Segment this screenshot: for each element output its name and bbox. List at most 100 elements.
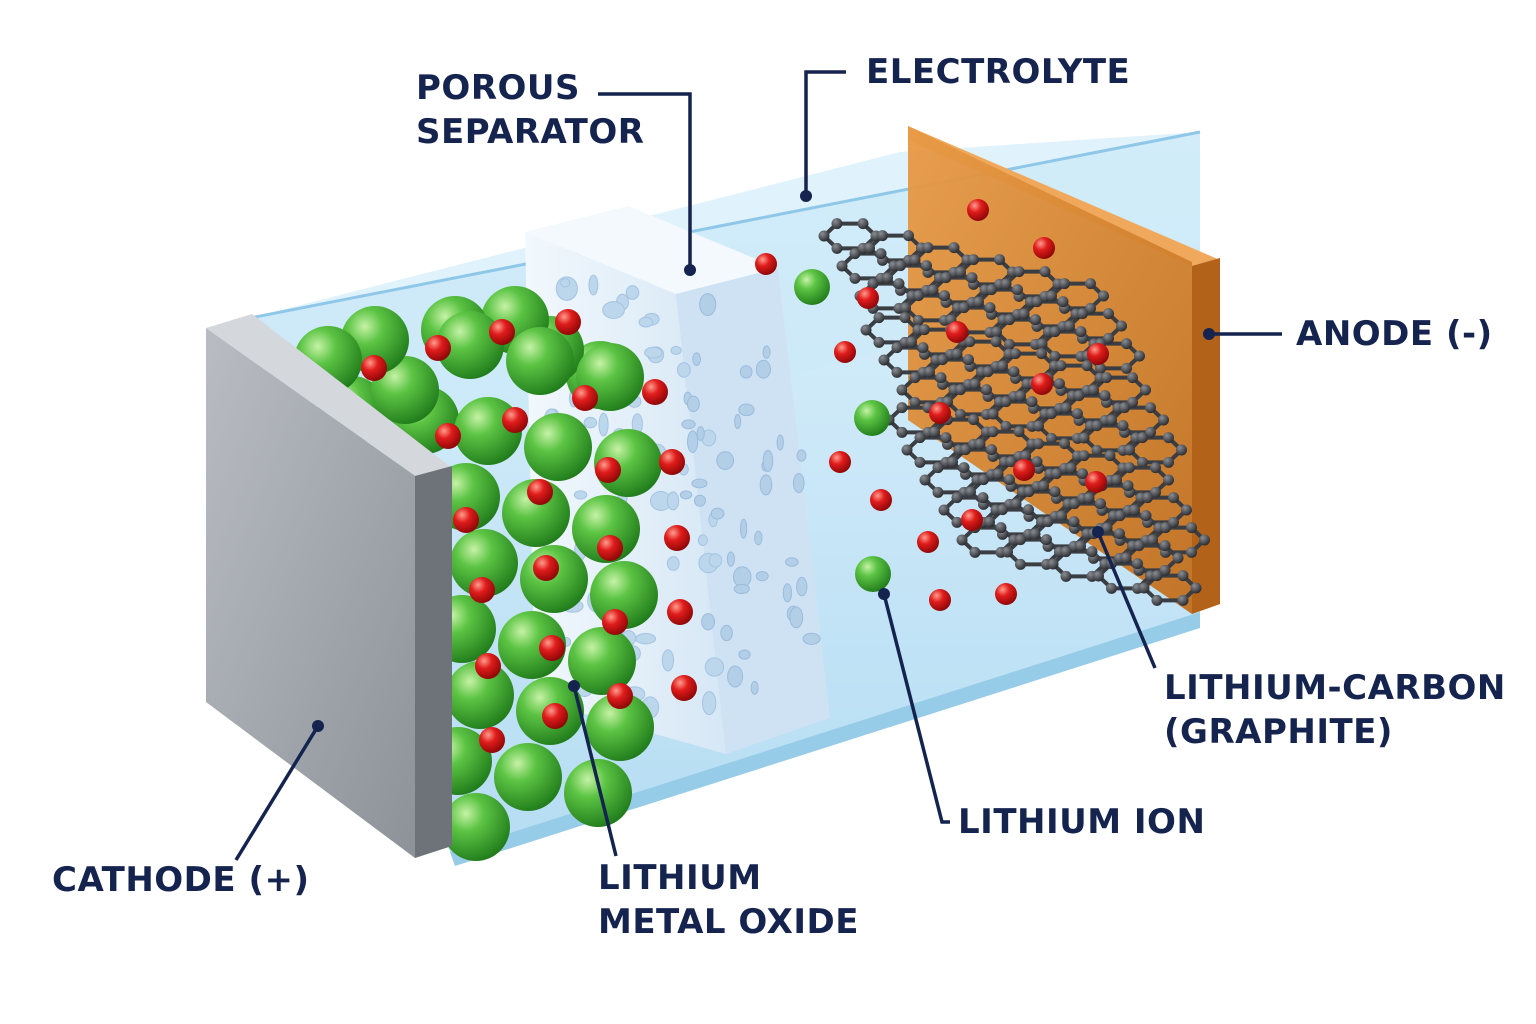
carbon-atom <box>1142 492 1153 504</box>
carbon-atom <box>956 534 968 546</box>
carbon-atom <box>1138 582 1150 594</box>
lithium-metal-sphere <box>442 793 510 861</box>
separator-pore <box>754 530 763 546</box>
carbon-atom <box>981 384 992 396</box>
oxygen-sphere <box>435 423 461 449</box>
carbon-atom <box>968 414 979 426</box>
separator-pore <box>708 553 723 568</box>
label-anode: ANODE (-) <box>1296 314 1493 354</box>
carbon-atom <box>1078 450 1090 462</box>
carbon-atom <box>1031 296 1043 308</box>
separator-pore <box>739 365 753 379</box>
separator-pore <box>750 680 759 695</box>
carbon-atom <box>914 432 926 444</box>
oxygen-sphere <box>542 703 568 729</box>
separator-pore <box>583 416 598 429</box>
ion-red <box>995 583 1017 605</box>
carbon-atom <box>878 354 890 366</box>
separator-pore <box>560 278 571 288</box>
carbon-atom <box>1172 552 1184 564</box>
separator-pore <box>701 613 716 631</box>
carbon-atom <box>1075 540 1086 552</box>
lithium-metal-sphere <box>446 661 514 729</box>
carbon-atom <box>1168 516 1179 528</box>
oxygen-sphere <box>475 653 501 679</box>
oxygen-sphere <box>572 385 598 411</box>
lithium-metal-sphere <box>371 356 439 424</box>
carbon-atom <box>1150 462 1161 474</box>
carbon-atom <box>921 260 932 272</box>
separator-pore <box>704 657 725 677</box>
oxygen-sphere <box>555 309 581 335</box>
carbon-atom <box>1122 480 1134 492</box>
separator-pore <box>666 491 680 511</box>
carbon-atom <box>896 402 908 414</box>
oxygen-sphere <box>453 507 479 533</box>
separator-pore <box>785 557 799 567</box>
carbon-atom <box>938 504 950 516</box>
carbon-atom <box>947 456 958 468</box>
carbon-atom <box>974 438 986 450</box>
separator-pore <box>666 556 680 571</box>
separator-pore <box>701 691 717 716</box>
carbon-atom <box>919 474 931 486</box>
lithium-metal-sphere <box>564 759 632 827</box>
carbon-atom <box>940 272 952 284</box>
carbon-atom <box>1095 498 1106 510</box>
carbon-atom <box>937 354 948 366</box>
carbon-atom <box>1140 384 1151 396</box>
leader-lithium-metal-oxide <box>572 685 618 857</box>
carbon-atom <box>1049 326 1061 338</box>
carbon-atom <box>987 426 999 438</box>
separator-pore <box>573 490 588 500</box>
separator-pore <box>716 451 735 470</box>
carbon-atom <box>857 218 869 230</box>
carbon-atom <box>893 278 905 290</box>
carbon-atom <box>969 378 981 390</box>
carbon-atom <box>1177 594 1189 606</box>
carbon-atom <box>1101 372 1112 384</box>
separator-pore <box>796 576 808 597</box>
separator-pore <box>755 570 769 582</box>
carbon-atom <box>940 432 952 444</box>
carbon-atom <box>891 342 903 354</box>
carbon-atom <box>1134 350 1145 362</box>
label-lithium-carbon: LITHIUM-CARBON (GRAPHITE) <box>1164 668 1506 752</box>
carbon-atom <box>903 230 914 242</box>
oxygen-sphere <box>595 457 621 483</box>
carbon-atom <box>1069 498 1080 510</box>
carbon-atom <box>909 254 921 266</box>
carbon-atom <box>1159 564 1171 576</box>
carbon-atom <box>1046 408 1057 420</box>
separator-pore <box>792 472 805 494</box>
label-lithium-ion: LITHIUM ION <box>958 802 1206 842</box>
separator-pore <box>710 507 725 520</box>
lithium-metal-sphere <box>586 693 654 761</box>
separator-pore <box>691 478 708 489</box>
separator-pore <box>789 606 804 629</box>
carbon-atom <box>1101 522 1113 534</box>
ion-red <box>929 589 951 611</box>
carbon-atom <box>929 426 940 438</box>
carbon-atom <box>1104 450 1116 462</box>
carbon-atom <box>860 324 872 336</box>
lithium-metal-sphere <box>524 413 592 481</box>
carbon-atom <box>1064 320 1075 332</box>
carbon-atom <box>1078 432 1090 444</box>
carbon-atom <box>978 474 989 486</box>
lithium-metal-oxide-spheres <box>294 286 697 861</box>
carbon-atom <box>1086 546 1098 558</box>
carbon-atom <box>1030 314 1041 326</box>
carbon-atom <box>991 326 1002 338</box>
oxygen-sphere <box>527 479 553 505</box>
carbon-atom <box>1124 462 1135 474</box>
oxygen-sphere <box>671 675 697 701</box>
lithium-metal-sphere <box>568 627 636 695</box>
carbon-atom <box>984 516 995 528</box>
carbon-atom <box>986 284 997 296</box>
oxygen-sphere <box>533 555 559 581</box>
carbon-atom <box>1129 504 1140 516</box>
carbon-atom <box>1121 362 1132 374</box>
ion-red <box>834 341 856 363</box>
